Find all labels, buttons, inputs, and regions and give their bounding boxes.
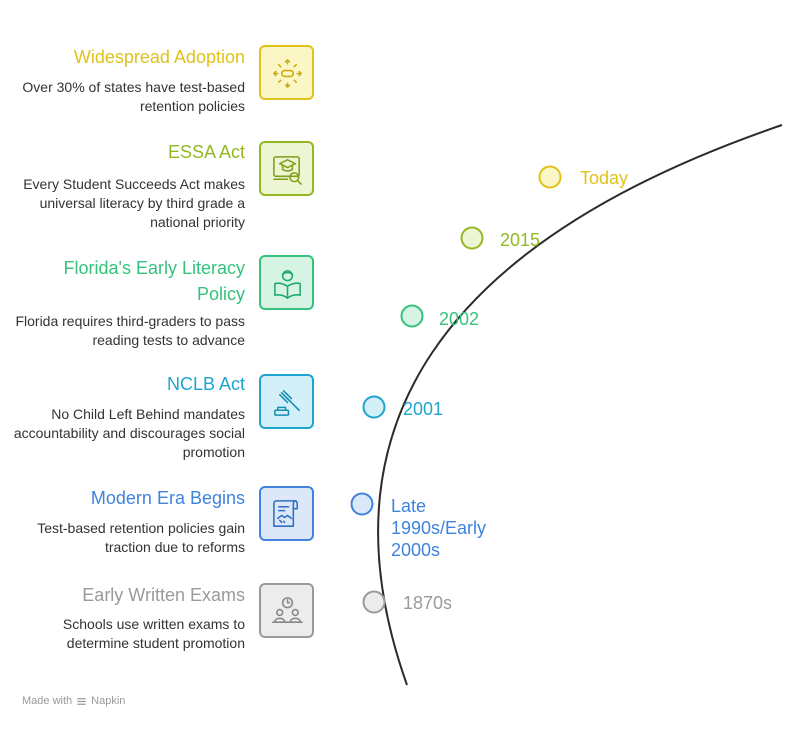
event-icon-box-widespread — [259, 45, 314, 100]
event-icon-box-nclb — [259, 374, 314, 429]
scan-icon — [273, 59, 302, 88]
event-title-early: Early Written Exams — [82, 585, 245, 605]
napkin-logo-icon — [77, 697, 86, 705]
event-icon-box-modern — [259, 486, 314, 541]
graduation-search-icon — [273, 156, 302, 185]
napkin-brand-label: Napkin — [91, 695, 126, 707]
event-title-modern: Modern Era Begins — [90, 488, 245, 508]
timeline-dot-nclb[interactable] — [362, 395, 386, 419]
event-description-essa: Every Student Succeeds Act makes univers… — [23, 176, 245, 230]
made-with-footer: Made with Napkin — [22, 695, 125, 707]
certificate-handshake-icon — [273, 500, 298, 527]
timeline-dot-florida[interactable] — [400, 304, 424, 328]
event-title-widespread: Widespread Adoption — [73, 47, 245, 67]
event-description-widespread: Over 30% of states have test-based reten… — [22, 79, 245, 114]
gavel-icon — [274, 390, 300, 416]
event-icon-box-florida — [259, 255, 314, 310]
event-description-florida: Florida requires third-graders to pass r… — [15, 313, 245, 348]
event-description-modern: Test-based retention policies gain tract… — [37, 520, 245, 555]
event-year-florida: 2002 — [439, 309, 480, 329]
event-year-widespread: Today — [580, 168, 629, 188]
event-description-early: Schools use written exams to determine s… — [62, 616, 245, 651]
event-year-modern: Late 1990s/Early 2000s — [391, 496, 487, 560]
timeline-dot-widespread[interactable] — [538, 165, 562, 189]
event-year-nclb: 2001 — [403, 399, 444, 419]
made-with-label: Made with — [22, 695, 73, 707]
event-year-early: 1870s — [403, 593, 453, 613]
event-title-florida: Florida's Early Literacy Policy — [63, 258, 246, 304]
timeline-dot-early[interactable] — [362, 590, 386, 614]
event-icon-box-early — [259, 583, 314, 638]
event-title-essa: ESSA Act — [167, 142, 245, 162]
event-icon-box-essa — [259, 141, 314, 196]
timeline-dot-essa[interactable] — [460, 226, 484, 250]
event-title-nclb: NCLB Act — [166, 374, 245, 394]
classroom-icon — [272, 597, 303, 623]
reader-icon — [274, 270, 301, 299]
timeline-dot-modern[interactable] — [350, 492, 374, 516]
event-description-nclb: No Child Left Behind mandates accountabi… — [13, 406, 245, 460]
event-year-essa: 2015 — [500, 230, 541, 250]
timeline-curve — [377, 124, 783, 686]
